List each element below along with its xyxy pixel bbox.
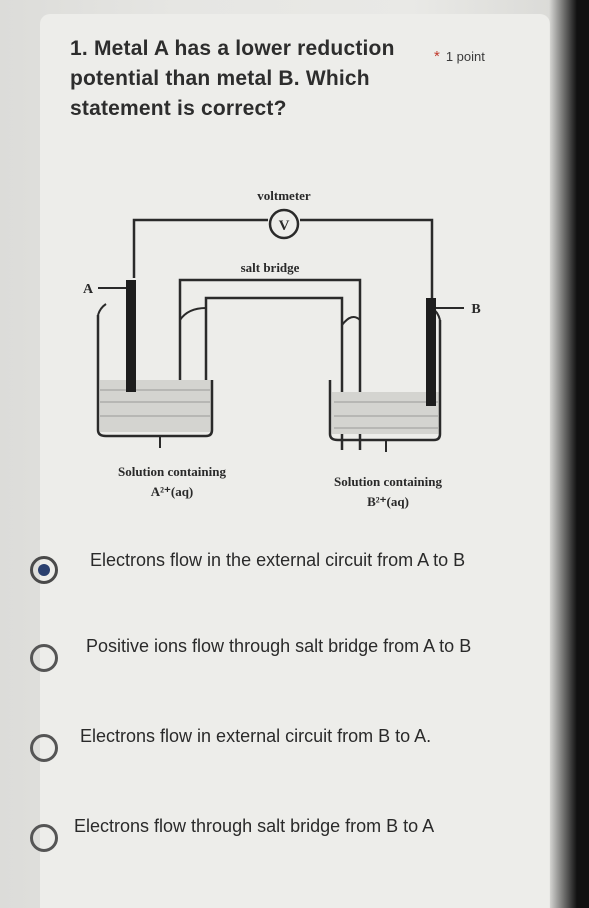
salt-bridge	[178, 278, 362, 450]
screen-edge	[549, 0, 589, 908]
radio-icon[interactable]	[30, 734, 58, 762]
points-indicator: * 1 point	[434, 48, 485, 65]
external-circuit-wire	[132, 218, 434, 298]
left-solution-caption: Solution containing	[118, 464, 227, 479]
solution-b	[332, 392, 440, 434]
required-mark: *	[434, 48, 440, 65]
right-solution-caption: Solution containing	[334, 474, 443, 489]
option-d[interactable]: Electrons flow through salt bridge from …	[30, 808, 490, 898]
electrode-b	[426, 298, 436, 406]
option-label[interactable]: Positive ions flow through salt bridge f…	[86, 636, 472, 656]
question-card	[40, 14, 550, 908]
question-number: 1.	[70, 37, 88, 60]
radio-icon[interactable]	[30, 644, 58, 672]
voltmeter-icon	[268, 208, 300, 240]
galvanic-cell-diagram: V voltmeter salt bridge	[83, 188, 481, 509]
voltmeter-label: voltmeter	[257, 188, 311, 203]
electrode-b-label: B	[471, 302, 480, 317]
question-text: Metal A has a lower reduction potential …	[70, 37, 395, 120]
option-c[interactable]: Electrons flow in external circuit from …	[30, 718, 490, 808]
option-b[interactable]: Positive ions flow through salt bridge f…	[30, 628, 490, 718]
liquid-lines	[100, 389, 438, 429]
left-solution-ion: A²⁺(aq)	[151, 484, 194, 499]
electrode-a	[126, 280, 136, 392]
question-title: 1. Metal A has a lower reduction potenti…	[70, 34, 430, 124]
option-label[interactable]: Electrons flow in the external circuit f…	[90, 550, 466, 570]
electrode-a-label: A	[83, 282, 94, 297]
solution-a	[100, 380, 212, 432]
salt-bridge-plugs	[179, 307, 361, 326]
right-solution-ion: B²⁺(aq)	[367, 494, 409, 509]
voltmeter-symbol: V	[279, 218, 290, 234]
beaker-lips	[97, 303, 441, 321]
radio-icon[interactable]	[30, 824, 58, 852]
option-a[interactable]: Electrons flow in the external circuit f…	[30, 540, 490, 630]
radio-selected-icon[interactable]	[30, 556, 58, 584]
points-label: 1 point	[445, 49, 485, 64]
salt-bridge-label: salt bridge	[241, 260, 300, 275]
option-label[interactable]: Electrons flow through salt bridge from …	[74, 816, 435, 836]
option-label[interactable]: Electrons flow in external circuit from …	[80, 726, 432, 746]
